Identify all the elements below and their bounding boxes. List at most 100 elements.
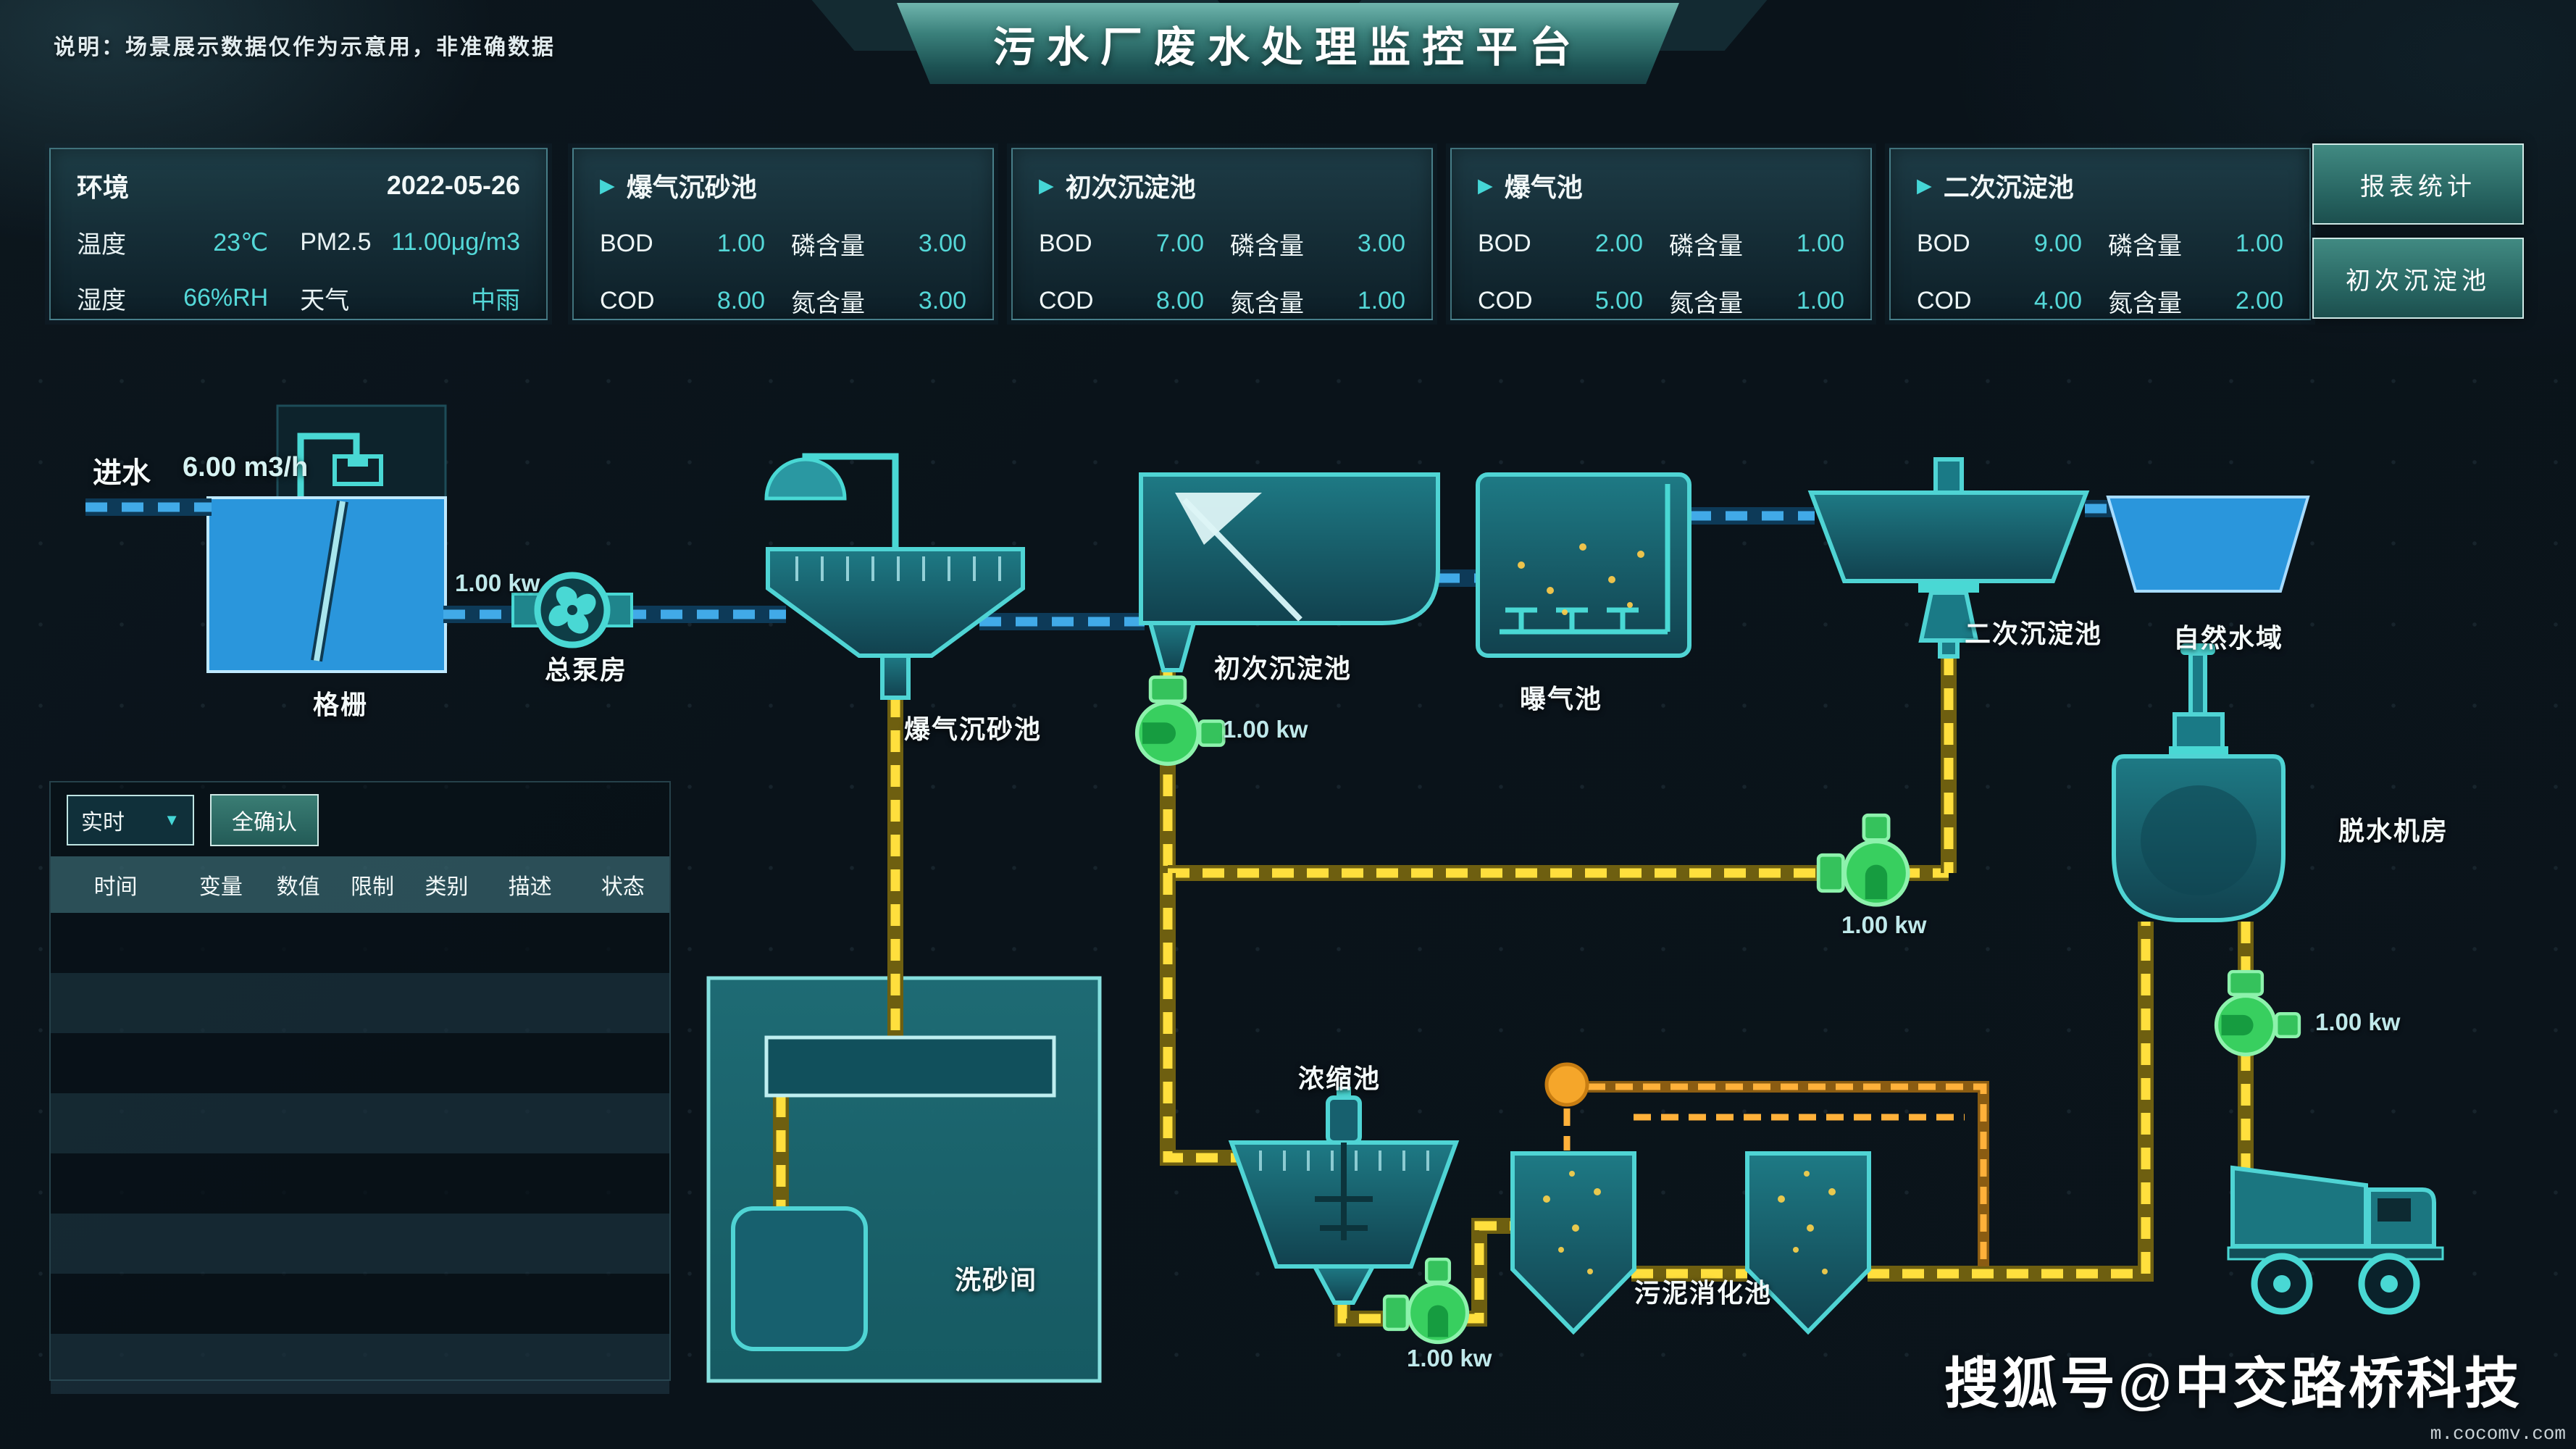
table-row bbox=[51, 1153, 669, 1214]
nitrogen-label: 氮含量 bbox=[2108, 290, 2182, 317]
env-panel-title: 环境 bbox=[77, 172, 130, 202]
stat-panel-title: 初次沉淀池 bbox=[1065, 172, 1196, 202]
dosing-node-icon bbox=[1544, 1062, 1589, 1107]
confirm-all-button[interactable]: 全确认 bbox=[210, 794, 319, 846]
phosphorus-label: 磷含量 bbox=[1669, 233, 1743, 260]
phosphorus-value: 1.00 bbox=[1796, 230, 1844, 257]
cod-value: 4.00 bbox=[2033, 287, 2082, 314]
grit-tank bbox=[764, 453, 1025, 700]
cod-value: 8.00 bbox=[1155, 287, 1204, 314]
secondary-sedimentation-tank bbox=[1807, 457, 2090, 659]
thickener-tank bbox=[1228, 1087, 1460, 1305]
table-row bbox=[51, 1274, 669, 1334]
primary-tank-button[interactable]: 初次沉淀池 bbox=[2312, 238, 2524, 319]
label-pump-house: 总泵房 bbox=[545, 655, 628, 685]
dewatering-pump-icon bbox=[2217, 972, 2299, 1054]
aeration-tank bbox=[1476, 472, 1691, 658]
valve-icon bbox=[1918, 590, 1979, 643]
cod-label: COD bbox=[1478, 287, 1533, 314]
triangle-icon: ▶ bbox=[1478, 174, 1493, 196]
primary-sedimentation-tank bbox=[1139, 472, 1440, 672]
bod-label: BOD bbox=[1478, 230, 1531, 257]
label-aeration-tank: 曝气池 bbox=[1520, 684, 1603, 714]
phosphorus-value: 3.00 bbox=[918, 230, 966, 257]
nitrogen-value: 1.00 bbox=[1796, 287, 1844, 314]
col-value: 数值 bbox=[276, 875, 320, 899]
realtime-filter-dropdown[interactable]: 实时 ▼ bbox=[67, 795, 194, 845]
bod-label: BOD bbox=[1039, 230, 1092, 257]
table-row bbox=[51, 1093, 669, 1153]
col-time: 时间 bbox=[93, 875, 138, 899]
screen-bar-icon bbox=[314, 501, 346, 661]
pm-value: 11.00μg/m3 bbox=[391, 228, 520, 256]
stat-panel-secondary: ▶ 二次沉淀池 BOD 9.00 磷含量 1.00 COD 4.00 氮含量 2… bbox=[1889, 148, 2311, 320]
mixer-motor-icon bbox=[1326, 1095, 1362, 1145]
cod-value: 8.00 bbox=[716, 287, 765, 314]
col-status: 状态 bbox=[601, 875, 645, 899]
faucet-icon bbox=[297, 433, 360, 498]
nitrogen-label: 氮含量 bbox=[791, 290, 865, 317]
label-digester: 污泥消化池 bbox=[1634, 1278, 1773, 1308]
label-primary-tank: 初次沉淀池 bbox=[1214, 653, 1352, 683]
env-panel: 环境 2022-05-26 温度 23℃ PM2.5 11.00μg/m3 湿度… bbox=[49, 148, 548, 320]
natural-water-basin bbox=[2106, 496, 2310, 593]
grille-tank bbox=[206, 404, 447, 673]
digester-tanks bbox=[1510, 1151, 1871, 1335]
nitrogen-value: 1.00 bbox=[1357, 287, 1405, 314]
weather-value: 中雨 bbox=[471, 287, 520, 314]
humidity-value: 66%RH bbox=[183, 284, 269, 312]
nitrogen-value: 3.00 bbox=[918, 287, 966, 314]
bod-label: BOD bbox=[1917, 230, 1970, 257]
pm-label: PM2.5 bbox=[300, 228, 372, 256]
nitrogen-value: 2.00 bbox=[2235, 287, 2283, 314]
alarm-table-header: 时间 变量 数值 限制 类别 描述 状态 bbox=[51, 856, 669, 913]
label-secondary-tank: 二次沉淀池 bbox=[1965, 619, 2103, 648]
label-natural-water: 自然水域 bbox=[2173, 623, 2284, 653]
pump-power-label: 1.00 kw bbox=[2315, 1009, 2401, 1035]
page-title: 污水厂废水处理监控平台 bbox=[992, 24, 1583, 71]
bod-value: 2.00 bbox=[1594, 230, 1643, 257]
table-row bbox=[51, 913, 669, 973]
stat-panel-title: 爆气池 bbox=[1504, 172, 1583, 202]
cod-label: COD bbox=[1917, 287, 1972, 314]
col-description: 描述 bbox=[508, 875, 552, 899]
inflow-value: 6.00 m3/h bbox=[183, 452, 309, 483]
triangle-icon: ▶ bbox=[1917, 174, 1932, 196]
pump-power-label: 1.00 kw bbox=[1407, 1345, 1492, 1371]
title-banner: 污水厂废水处理监控平台 bbox=[897, 3, 1679, 84]
weather-label: 天气 bbox=[300, 287, 350, 314]
phosphorus-value: 3.00 bbox=[1357, 230, 1405, 257]
watermark-url: m.cocomv.com bbox=[2430, 1423, 2566, 1445]
pump-power-label: 1.00 kw bbox=[1841, 911, 1927, 938]
temp-value: 23℃ bbox=[213, 228, 269, 256]
dropdown-value: 实时 bbox=[81, 811, 125, 835]
col-category: 类别 bbox=[425, 875, 469, 899]
stat-panel-aeration: ▶ 爆气池 BOD 2.00 磷含量 1.00 COD 5.00 氮含量 1.0… bbox=[1450, 148, 1872, 320]
sand-room-equipment bbox=[731, 1035, 1056, 1351]
chevron-down-icon: ▼ bbox=[164, 811, 180, 829]
phosphorus-value: 1.00 bbox=[2235, 230, 2283, 257]
stat-panel-primary: ▶ 初次沉淀池 BOD 7.00 磷含量 3.00 COD 8.00 氮含量 1… bbox=[1011, 148, 1433, 320]
cod-label: COD bbox=[600, 287, 655, 314]
label-sand-room: 洗砂间 bbox=[955, 1265, 1038, 1295]
bod-value: 7.00 bbox=[1155, 230, 1204, 257]
stat-panel-grit: ▶ 爆气沉砂池 BOD 1.00 磷含量 3.00 COD 8.00 氮含量 3… bbox=[572, 148, 994, 320]
dump-truck-icon bbox=[2227, 1165, 2444, 1315]
table-row bbox=[51, 973, 669, 1033]
label-grit-tank: 爆气沉砂池 bbox=[904, 714, 1042, 744]
col-variable: 变量 bbox=[198, 875, 243, 899]
alarm-controls: 实时 ▼ 全确认 bbox=[51, 782, 669, 856]
stat-panel-title: 爆气沉砂池 bbox=[626, 172, 757, 202]
stat-panel-title: 二次沉淀池 bbox=[1943, 172, 2074, 202]
report-stats-button[interactable]: 报表统计 bbox=[2312, 143, 2524, 225]
alarm-table-panel: 实时 ▼ 全确认 时间 变量 数值 限制 类别 描述 状态 bbox=[49, 781, 671, 1394]
humidity-label: 湿度 bbox=[77, 287, 126, 314]
disclaimer-note: 说明：场景展示数据仅作为示意用，非准确数据 bbox=[54, 36, 556, 59]
pump-power-label: 1.00 kw bbox=[455, 569, 540, 596]
triangle-icon: ▶ bbox=[600, 174, 615, 196]
cod-value: 5.00 bbox=[1594, 287, 1643, 314]
table-row bbox=[51, 1214, 669, 1274]
shower-head-icon bbox=[764, 457, 847, 501]
watermark-text: 搜狐号@中交路桥科技 bbox=[1944, 1353, 2522, 1415]
